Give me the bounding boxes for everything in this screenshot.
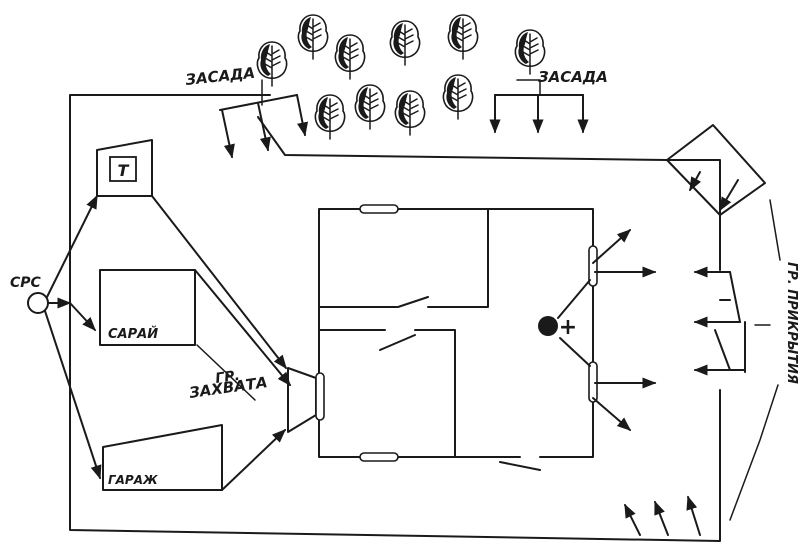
ambush-group-left: ЗАСАДА [185,64,309,159]
house-plan: + [315,204,598,471]
tree-icon [354,84,386,130]
srs-node: СРС [10,194,102,480]
tree-icon [447,14,479,60]
tree-icon [334,34,366,80]
srs-label: СРС [10,275,42,291]
forest [256,14,546,140]
window-right-top [588,245,598,287]
shed-building: САРАЙ [99,269,196,346]
capture-group-label-line1: ГР. [214,368,240,387]
garage-label: ГАРАЖ [108,473,158,487]
shed-label: САРАЙ [108,326,158,342]
window-bottom [359,452,399,462]
ambush-right-label: ЗАСАДА [538,68,608,86]
window-exit-arrows [557,229,657,431]
target-icon [538,316,558,336]
tree-icon [297,14,329,60]
tree-icon [394,90,426,136]
window-top [359,204,399,214]
tree-icon [442,74,474,120]
window-left [315,372,325,421]
bottom-cover-arrows [624,495,701,536]
capture-group: ГР. ЗАХВАТА [151,195,317,491]
target-plus-label: + [559,315,577,340]
tree-icon [389,20,421,66]
garage-building: ГАРАЖ [102,424,223,491]
cover-group-label: ГР. ПРИКРЫТИЯ [784,262,799,384]
tree-icon [314,94,346,140]
ambush-left-label: ЗАСАДА [185,64,256,89]
toilet-building: Т [96,139,153,197]
srs-circle-icon [27,292,49,314]
capture-group-label-line2: ЗАХВАТА [188,373,268,402]
toilet-label: Т [118,161,130,180]
ambush-group-right: ЗАСАДА [489,68,608,134]
cover-group: ГР. ПРИКРЫТИЯ [666,124,799,521]
perimeter-line [69,94,721,542]
